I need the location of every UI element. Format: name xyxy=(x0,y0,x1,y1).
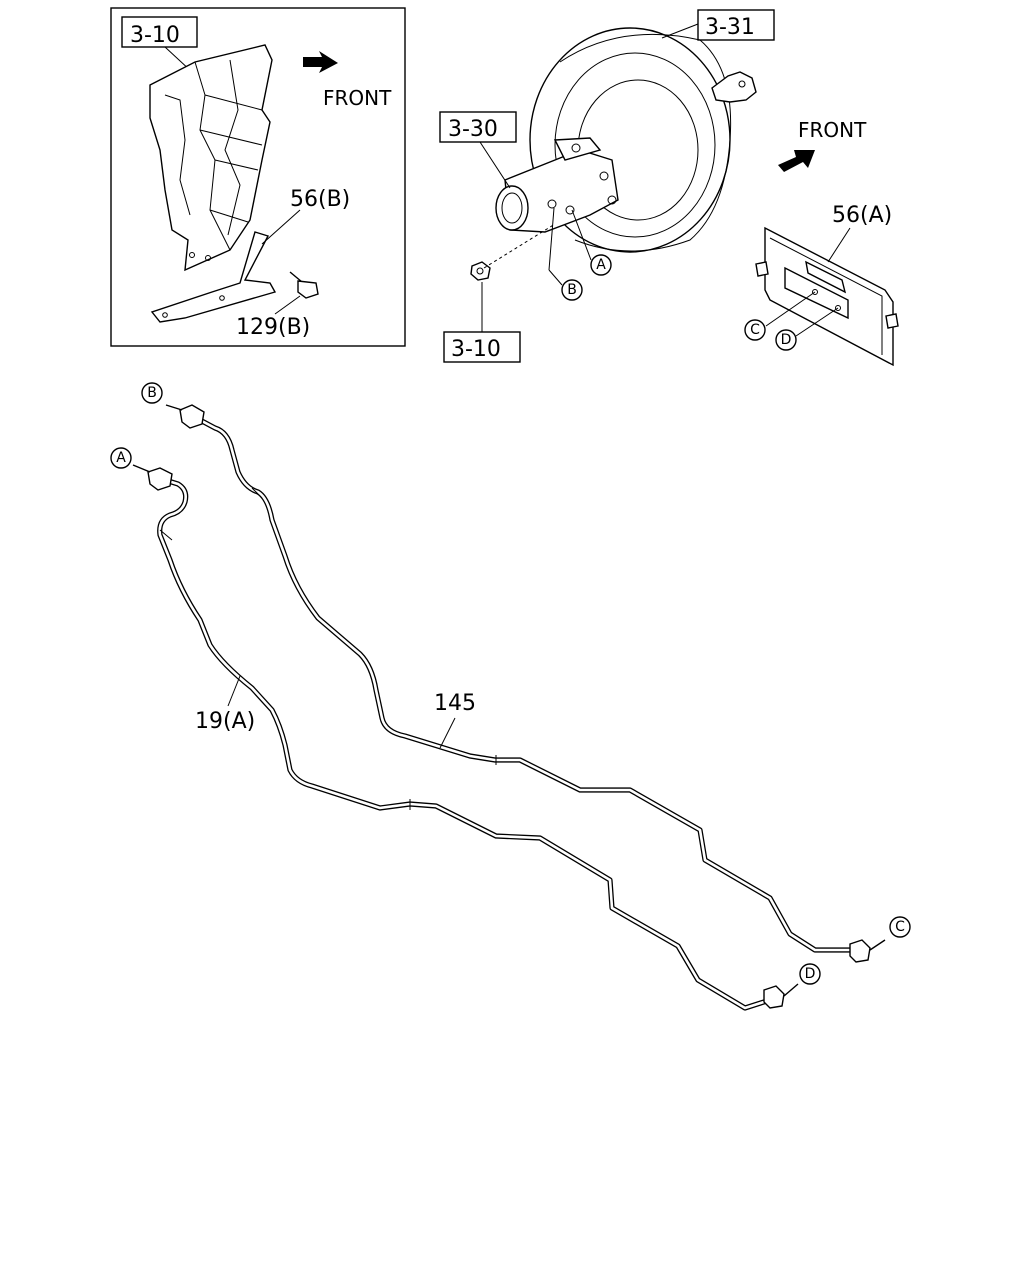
callout-a-top-text: A xyxy=(596,257,606,273)
pipe-19a-flare-nut-d xyxy=(763,985,785,1009)
pipe-145 xyxy=(165,404,886,963)
pipe-145-flare-nut-b xyxy=(179,404,205,429)
brake-pipes: 145 19(A) B A C D xyxy=(110,382,911,1011)
pipe-19a-flare-nut-a xyxy=(147,467,173,491)
inset-front-label: FRONT xyxy=(323,86,392,110)
callout-a-leader-top xyxy=(571,209,592,261)
callout-c-top xyxy=(744,319,766,341)
inset-bracket-leader xyxy=(261,209,301,245)
pipe-19a-label: 19(A) xyxy=(195,709,255,734)
callout-d-pipe-text: D xyxy=(805,966,816,982)
main-bracket-leader xyxy=(827,227,851,263)
pipe-19a xyxy=(132,464,799,1011)
pipe-145-leader xyxy=(439,717,456,749)
nut-part xyxy=(470,261,491,281)
callout-c-pipe xyxy=(889,916,911,938)
booster-ref-box xyxy=(697,9,775,41)
callout-c-pipe-text: C xyxy=(895,919,905,935)
inset-bolt-leader xyxy=(274,295,301,315)
inset-ref-box xyxy=(121,16,198,48)
nut-ref-box xyxy=(443,331,521,363)
booster-assembly: 3-31 3-30 3-10 A xyxy=(439,9,899,367)
booster-label: 3-31 xyxy=(705,15,755,40)
inset-front-arrow-icon xyxy=(303,51,338,73)
callout-a-pipe-text: A xyxy=(116,450,126,466)
inset-ref-label: 3-10 xyxy=(130,23,180,48)
master-cyl-ref-box xyxy=(439,111,517,143)
inset-panel: 3-10 FRONT 56(B) xyxy=(110,7,406,347)
master-cyl-label: 3-30 xyxy=(448,117,498,142)
nut-ref-label: 3-10 xyxy=(451,337,501,362)
callout-b-leader-top xyxy=(548,207,555,271)
callout-a-top xyxy=(590,254,612,276)
callout-b-top-text: B xyxy=(567,282,577,298)
master-cylinder-part xyxy=(495,137,619,233)
callout-a-pipe xyxy=(110,447,132,469)
callout-b-top xyxy=(561,279,583,301)
callout-b-pipe-text: B xyxy=(147,385,157,401)
pipe-145-label: 145 xyxy=(434,691,476,716)
dash-panel-part xyxy=(149,44,273,272)
callout-c-top-text: C xyxy=(750,322,760,338)
callout-d-leader-top xyxy=(795,307,839,337)
inset-bolt-part xyxy=(289,271,319,299)
callout-d-top-text: D xyxy=(781,332,792,348)
main-front-arrow-icon xyxy=(778,150,815,172)
master-cyl-leader xyxy=(479,141,511,189)
booster-leader xyxy=(661,23,699,39)
main-bracket-label: 56(A) xyxy=(832,203,892,228)
pipe-19a-leader xyxy=(227,675,241,707)
main-front-label: FRONT xyxy=(798,118,867,142)
inset-bracket-part xyxy=(150,231,277,323)
nut-guide-line xyxy=(483,223,556,269)
inset-bracket-label: 56(B) xyxy=(290,187,350,212)
callout-c-leader-top xyxy=(765,291,816,327)
callout-d-pipe xyxy=(799,963,821,985)
inset-bolt-label: 129(B) xyxy=(236,315,310,340)
main-bracket-part xyxy=(755,226,899,367)
callout-d-top xyxy=(775,329,797,351)
callout-b-pipe xyxy=(141,382,163,404)
inset-border xyxy=(110,7,406,347)
pipe-145-flare-nut-c xyxy=(849,939,871,963)
